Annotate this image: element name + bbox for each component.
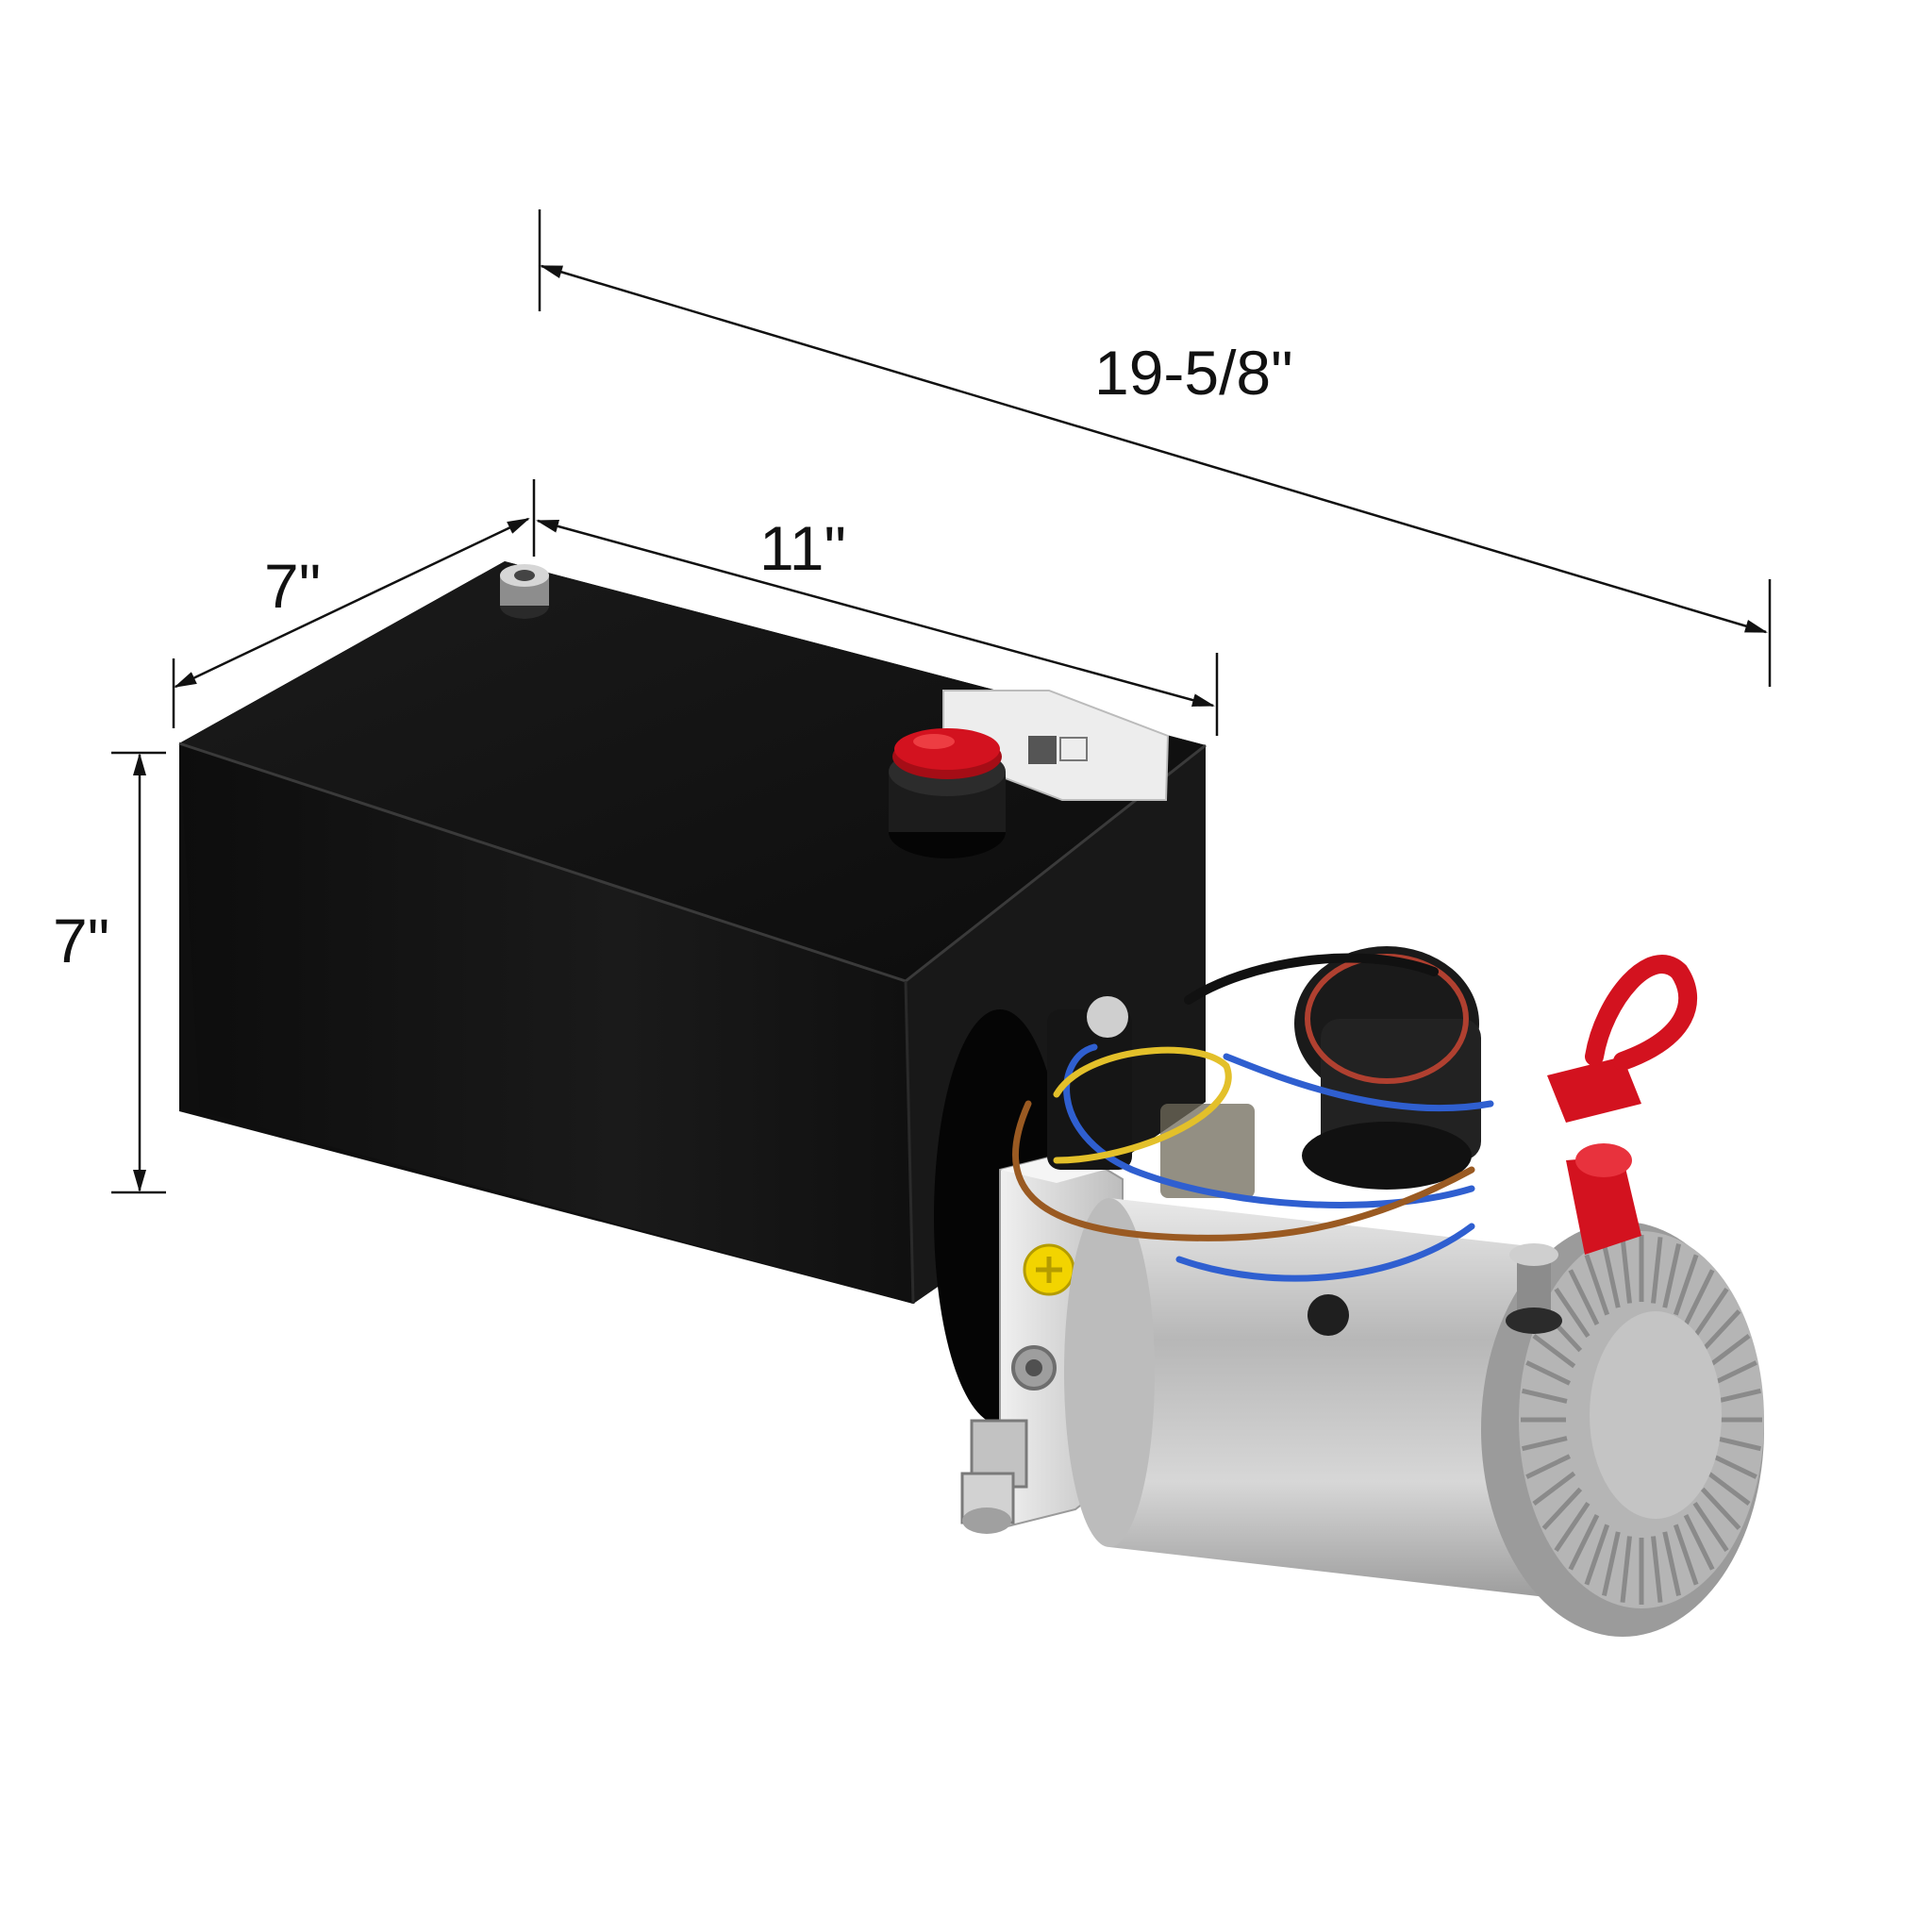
cooling-fin [1707, 1471, 1751, 1506]
cooling-fin [1651, 1237, 1663, 1304]
power-terminal [1506, 1243, 1562, 1334]
cooling-fin [1532, 1471, 1576, 1506]
cooling-fin [1541, 1487, 1583, 1530]
cooling-fin [1602, 1243, 1621, 1308]
tank-front-face [179, 743, 913, 1304]
cooling-fin [1651, 1536, 1663, 1603]
cooling-fin [1568, 1514, 1600, 1571]
tank-width-label: 7" [264, 551, 322, 621]
terminal-boots [1547, 955, 1698, 1255]
yellow-port-plug [1023, 1243, 1075, 1296]
dimension-lines [111, 209, 1772, 1194]
cooling-fin [1692, 1288, 1729, 1339]
cooling-fin [1532, 1334, 1576, 1369]
breather-plug [500, 564, 549, 619]
cooling-fin [1522, 1388, 1568, 1404]
cooling-fin [1584, 1254, 1610, 1316]
overall-length-label: 19-5/8" [1094, 338, 1293, 408]
cooling-fin [1673, 1254, 1699, 1316]
cooling-fin [1584, 1524, 1610, 1586]
cooling-fin [1673, 1524, 1699, 1586]
cooling-fin [1700, 1309, 1741, 1353]
tank-top-face [179, 561, 1206, 981]
cooling-fin [1715, 1388, 1761, 1404]
cooling-fin [1525, 1360, 1571, 1386]
wiring [1011, 953, 1494, 1282]
cooling-fin [1554, 1501, 1591, 1552]
cooling-fin [1683, 1269, 1715, 1325]
tank-height-label: 7" [53, 906, 110, 975]
cooling-fin [1707, 1334, 1751, 1369]
fill-cap [889, 728, 1006, 858]
cooling-fin [1700, 1487, 1741, 1530]
cooling-fin [1712, 1360, 1757, 1386]
cooling-fin [1620, 1237, 1632, 1304]
cooling-fin [1525, 1454, 1571, 1479]
electric-motor [1064, 1198, 1764, 1637]
cooling-fin [1568, 1269, 1600, 1325]
cooling-fin [1715, 1436, 1761, 1452]
cooling-fin [1683, 1514, 1715, 1571]
cooling-fin [1620, 1536, 1632, 1603]
cooling-fin [1712, 1454, 1757, 1479]
start-solenoid [1294, 946, 1481, 1190]
cooling-fin [1662, 1243, 1681, 1308]
cooling-fin [1522, 1436, 1568, 1452]
cooling-fin [1692, 1501, 1729, 1552]
hose-fitting [960, 1419, 1028, 1534]
cooling-fin [1554, 1288, 1591, 1339]
tank-length-label: 11" [759, 513, 846, 583]
cooling-fin [1602, 1531, 1621, 1596]
cooling-fin [1662, 1531, 1681, 1596]
